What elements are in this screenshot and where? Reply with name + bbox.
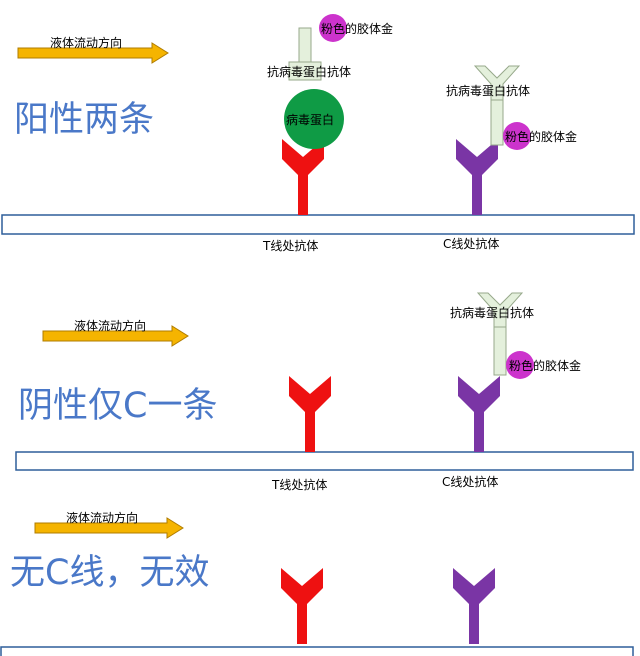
gold-label: 粉色的胶体金 (321, 21, 393, 36)
anti-virus-label: 抗病毒蛋白抗体 (267, 64, 351, 79)
c-line-label: C线处抗体 (442, 474, 498, 489)
colloidal-gold (319, 14, 347, 42)
flow-label: 液体流动方向 (50, 35, 122, 50)
c-line-antibody (453, 568, 495, 644)
colloidal-gold (503, 122, 531, 150)
panel-invalid: 液体流动方向 无C线，无效 (0, 510, 634, 656)
anti-virus-label: 抗病毒蛋白抗体 (450, 305, 534, 320)
t-line-antibody (282, 139, 324, 215)
anti-virus-antibody (288, 61, 322, 81)
flow-label: 液体流动方向 (66, 510, 138, 525)
t-line-label: T线处抗体 (262, 238, 318, 253)
test-strip (0, 646, 634, 656)
t-line-antibody (281, 568, 323, 644)
flow-arrow (34, 517, 184, 539)
flow-arrow (17, 42, 169, 64)
test-strip (1, 214, 635, 235)
flow-arrow (42, 325, 189, 347)
c-line-label: C线处抗体 (443, 236, 499, 251)
anti-virus-antibody-tail (490, 99, 504, 146)
t-line-antibody (289, 376, 331, 452)
c-line-antibody (458, 376, 500, 452)
result-title: 无C线，无效 (10, 553, 209, 593)
anti-virus-label: 抗病毒蛋白抗体 (446, 83, 530, 98)
t-line-label: T线处抗体 (271, 477, 327, 492)
test-strip (15, 451, 634, 471)
gold-label: 粉色的胶体金 (509, 358, 581, 373)
panel-positive: 液体流动方向 阳性两条 T线处抗体 C线处抗体 粉色的胶体金 抗病毒蛋白抗体 病… (1, 14, 635, 253)
result-title: 阳性两条 (14, 100, 154, 140)
result-title: 阴性仅C一条 (18, 386, 217, 426)
gold-label: 粉色的胶体金 (505, 129, 577, 144)
flow-label: 液体流动方向 (74, 318, 146, 333)
virus-protein (284, 89, 344, 149)
virus-label: 病毒蛋白 (286, 112, 334, 127)
panel-negative: 液体流动方向 阴性仅C一条 T线处抗体 C线处抗体 抗病毒蛋白抗体 粉色的胶体金 (15, 292, 634, 492)
c-line-antibody (456, 139, 498, 215)
colloidal-gold (506, 351, 534, 379)
anti-virus-antibody-tail (493, 326, 507, 376)
